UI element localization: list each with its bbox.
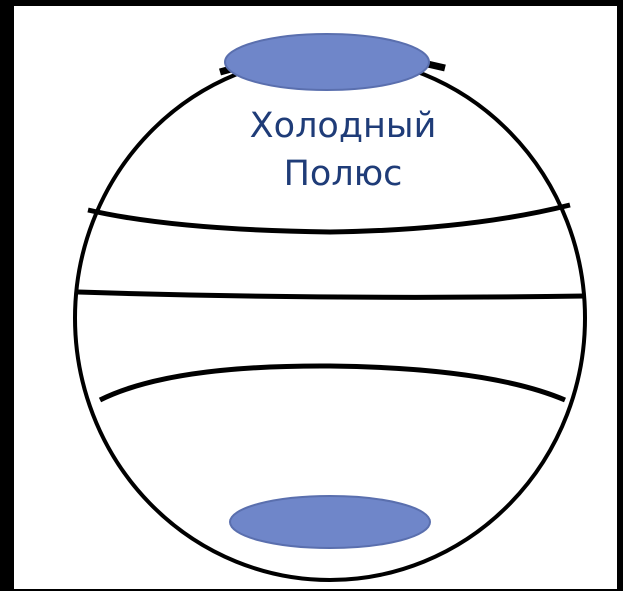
bottom-polar-cap <box>230 496 430 548</box>
latitude-band-2 <box>78 292 585 297</box>
cold-pole-label: Холодный Полюс <box>228 102 458 198</box>
cold-pole-label-line1: Холодный <box>228 102 458 150</box>
latitude-band-3 <box>100 366 565 400</box>
cold-pole-label-line2: Полюс <box>228 150 458 198</box>
top-polar-cap <box>225 34 429 90</box>
latitude-band-1 <box>88 205 570 232</box>
